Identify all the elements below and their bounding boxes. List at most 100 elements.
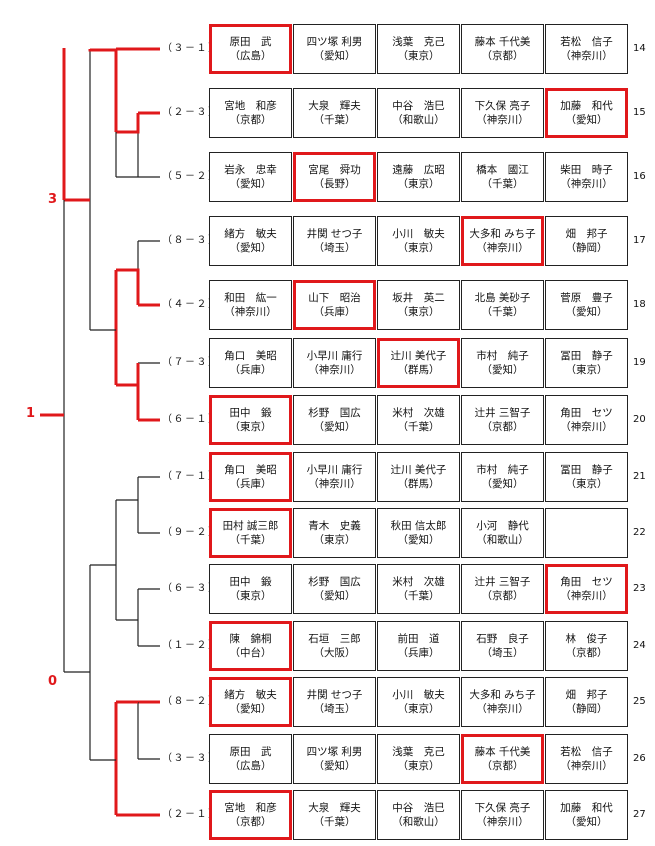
player-cell: 杉野 国広（愛知） bbox=[293, 395, 376, 445]
winner-path bbox=[88, 48, 118, 52]
player-cell-winner: 緒方 敏夫（愛知） bbox=[209, 677, 292, 727]
player-cell: 岩永 忠幸（愛知） bbox=[209, 152, 292, 202]
player-name: 田中 鍛 bbox=[229, 407, 272, 419]
player-cell: 宮地 和彦（京都） bbox=[209, 88, 292, 138]
row-number: 17 bbox=[633, 235, 646, 246]
player-cell: 原田 武 （広島） bbox=[209, 734, 292, 784]
match-score: （２－１） bbox=[162, 809, 220, 820]
player-cell: 下久保 亮子 （神奈川） bbox=[461, 88, 544, 138]
player-name: 原田 武 bbox=[229, 746, 272, 758]
player-prefecture: （京都） bbox=[481, 760, 524, 772]
player-cell: 菅原 豊子（愛知） bbox=[545, 280, 628, 330]
player-name: 石野 良子 bbox=[476, 633, 529, 645]
player-prefecture: （神奈川） bbox=[560, 590, 613, 602]
result-overall: 1 bbox=[26, 406, 36, 421]
player-name: 和田 紘一 bbox=[224, 292, 277, 304]
player-prefecture: （愛知） bbox=[481, 364, 524, 376]
player-cell: 緒方 敏夫（愛知） bbox=[209, 216, 292, 266]
player-prefecture: （千葉） bbox=[229, 534, 272, 546]
player-cell: 小早川 庸行（神奈川） bbox=[293, 338, 376, 388]
player-cell: 浅葉 克己（東京） bbox=[377, 24, 460, 74]
player-cell: 小川 敏夫（東京） bbox=[377, 216, 460, 266]
player-name: 冨田 静子 bbox=[560, 464, 613, 476]
player-prefecture: （神奈川） bbox=[560, 50, 613, 62]
player-name: 大泉 輝夫 bbox=[308, 100, 361, 112]
player-prefecture: （静岡） bbox=[565, 703, 608, 715]
player-prefecture: （兵庫） bbox=[397, 647, 440, 659]
player-name: 下久保 亮子 bbox=[474, 100, 531, 112]
match-score: （３－１） bbox=[162, 43, 220, 54]
player-name: 米村 次雄 bbox=[392, 407, 445, 419]
player-prefecture: （長野） bbox=[313, 178, 356, 190]
player-cell: 石野 良子 （埼玉） bbox=[461, 621, 544, 671]
player-cell-winner: 田村 誠三郎（千葉） bbox=[209, 508, 292, 558]
player-cell: 橋本 國江（千葉） bbox=[461, 152, 544, 202]
player-prefecture: （神奈川） bbox=[560, 760, 613, 772]
player-cell: 米村 次雄 （千葉） bbox=[377, 395, 460, 445]
player-cell-winner: 宮地 和彦（京都） bbox=[209, 790, 292, 840]
player-name: 藤本 千代美 bbox=[474, 746, 531, 758]
player-prefecture: （東京） bbox=[565, 478, 608, 490]
player-prefecture: （千葉） bbox=[397, 421, 440, 433]
player-name: 遠藤 広昭 bbox=[392, 164, 445, 176]
result-top: 3 bbox=[48, 192, 58, 207]
player-cell-winner: 宮尾 舜功 （長野） bbox=[293, 152, 376, 202]
player-name: 坂井 英二 bbox=[392, 292, 445, 304]
player-prefecture: （和歌山） bbox=[392, 114, 445, 126]
player-prefecture: （京都） bbox=[481, 421, 524, 433]
player-name: 加藤 和代 bbox=[560, 802, 613, 814]
player-cell: 四ツ塚 利男（愛知） bbox=[293, 734, 376, 784]
player-prefecture: （和歌山） bbox=[392, 816, 445, 828]
player-prefecture: （埼玉） bbox=[313, 703, 356, 715]
player-cell-winner: 大多和 みち子（神奈川） bbox=[461, 216, 544, 266]
player-prefecture: （神奈川） bbox=[476, 816, 529, 828]
player-prefecture: （静岡） bbox=[565, 242, 608, 254]
player-name: 若松 信子 bbox=[560, 746, 613, 758]
player-prefecture: （千葉） bbox=[313, 816, 356, 828]
player-name: 青木 史義 bbox=[308, 520, 361, 532]
player-prefecture: （京都） bbox=[565, 647, 608, 659]
player-prefecture: （埼玉） bbox=[313, 242, 356, 254]
player-prefecture: （群馬） bbox=[397, 364, 440, 376]
player-prefecture: （東京） bbox=[397, 760, 440, 772]
player-cell: 井関 せつ子（埼玉） bbox=[293, 216, 376, 266]
player-cell: 角口 美昭（兵庫） bbox=[209, 338, 292, 388]
result-bottom: 0 bbox=[48, 674, 58, 689]
player-prefecture: （兵庫） bbox=[229, 364, 272, 376]
player-name: 宮尾 舜功 bbox=[308, 164, 361, 176]
player-name: 畑 邦子 bbox=[565, 228, 608, 240]
player-prefecture: （神奈川） bbox=[476, 114, 529, 126]
player-prefecture: （愛知） bbox=[397, 534, 440, 546]
player-cell: 米村 次雄（千葉） bbox=[377, 564, 460, 614]
player-prefecture: （東京） bbox=[397, 178, 440, 190]
player-prefecture: （埼玉） bbox=[481, 647, 524, 659]
player-prefecture: （兵庫） bbox=[313, 306, 356, 318]
player-prefecture: （神奈川） bbox=[560, 178, 613, 190]
player-name: 加藤 和代 bbox=[560, 100, 613, 112]
match-score: （５－２） bbox=[162, 171, 220, 182]
player-name: 四ツ塚 利男 bbox=[306, 36, 363, 48]
row-number: 15 bbox=[633, 107, 646, 118]
player-prefecture: （東京） bbox=[229, 421, 272, 433]
player-prefecture: （広島） bbox=[229, 760, 272, 772]
match-score: （６－１） bbox=[162, 414, 220, 425]
match-score: （２－３） bbox=[162, 107, 220, 118]
player-name: 下久保 亮子 bbox=[474, 802, 531, 814]
match-score: （９－２） bbox=[162, 527, 220, 538]
player-name: 緒方 敏夫 bbox=[224, 689, 277, 701]
player-prefecture: （千葉） bbox=[481, 178, 524, 190]
player-name: 四ツ塚 利男 bbox=[306, 746, 363, 758]
match-score: （３－３） bbox=[162, 753, 220, 764]
player-cell: 坂井 英二（東京） bbox=[377, 280, 460, 330]
player-prefecture: （神奈川） bbox=[308, 478, 361, 490]
player-name: 宮地 和彦 bbox=[224, 100, 277, 112]
player-cell: 石垣 三郎（大阪） bbox=[293, 621, 376, 671]
player-prefecture: （神奈川） bbox=[476, 242, 529, 254]
player-prefecture: （東京） bbox=[229, 590, 272, 602]
player-prefecture: （兵庫） bbox=[229, 478, 272, 490]
player-cell: 柴田 時子（神奈川） bbox=[545, 152, 628, 202]
row-number: 26 bbox=[633, 753, 646, 764]
player-prefecture: （京都） bbox=[229, 816, 272, 828]
player-prefecture: （愛知） bbox=[481, 478, 524, 490]
